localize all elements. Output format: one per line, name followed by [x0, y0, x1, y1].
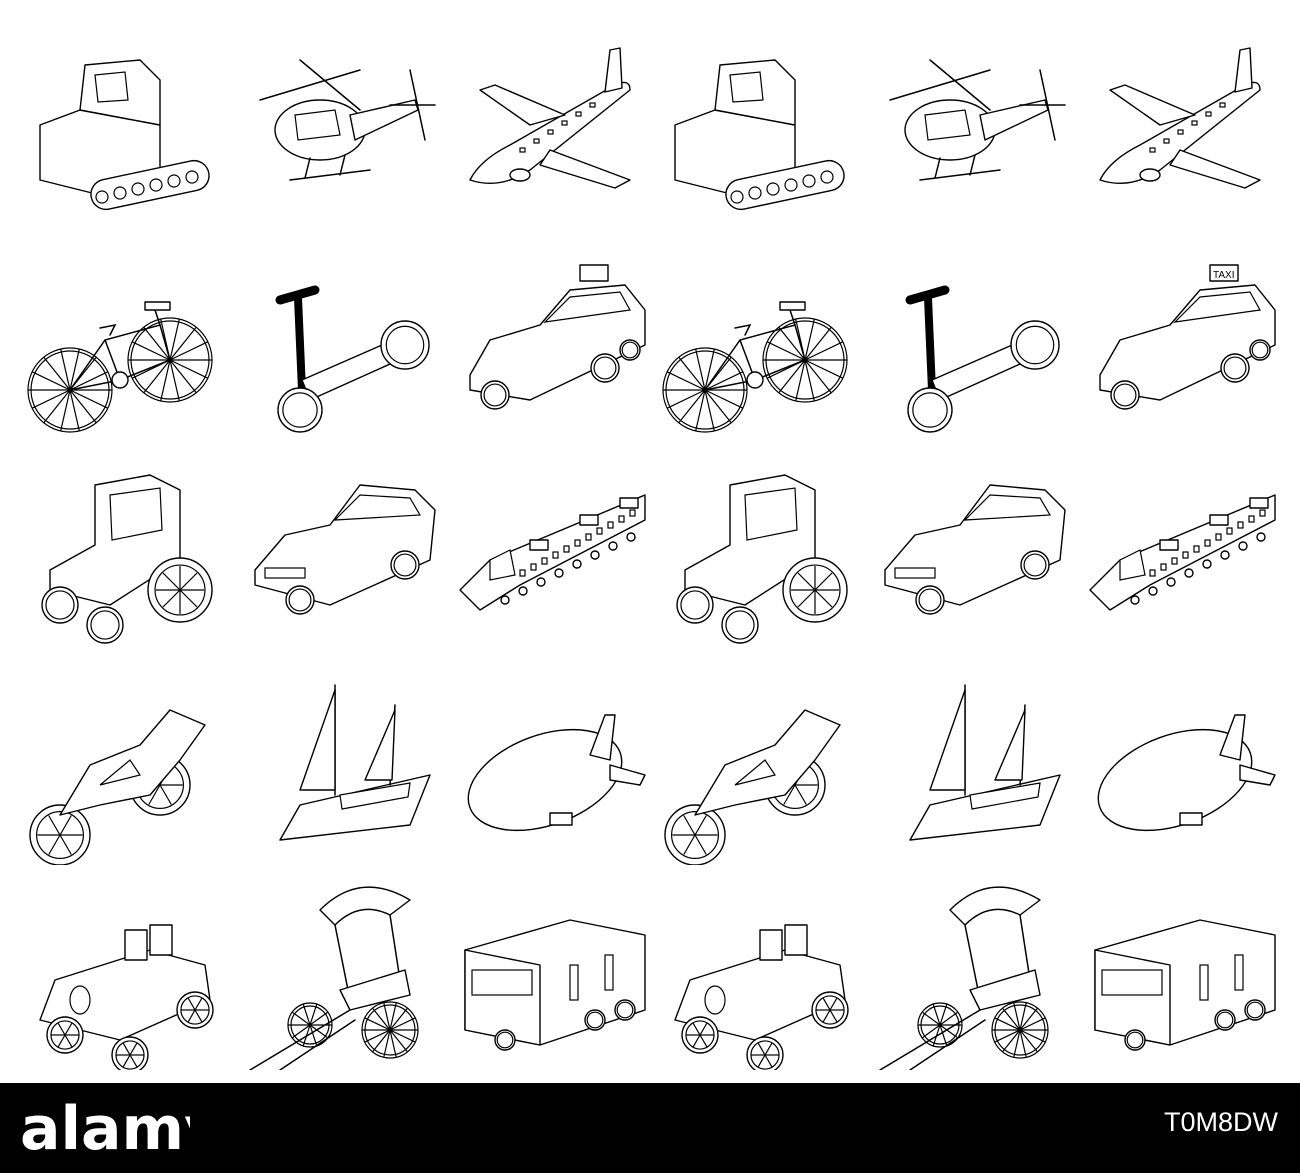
crawler-tractor-outline-icon: .f{fill:#ffffff;stroke:#000000;stroke-wi…	[655, 30, 855, 230]
bus-outline-icon: .f{fill:#ffffff;stroke:#000000;stroke-wi…	[1080, 870, 1280, 1070]
airplane-outline-icon: .f{fill:#ffffff;stroke:#000000;stroke-wi…	[1080, 30, 1280, 230]
bicycle-outline-icon: .f{fill:#ffffff;stroke:#000000;stroke-wi…	[655, 250, 855, 450]
bicycle-black-icon: .f{fill:#000000;stroke:#000000;stroke-wi…	[20, 250, 220, 450]
vintage-car-outline-icon: .f{fill:#ffffff;stroke:#000000;stroke-wi…	[655, 870, 855, 1070]
taxi-black-icon: .f{fill:#000000;stroke:#000000;stroke-wi…	[450, 250, 650, 450]
kick-scooter-black-icon: .f{fill:#000000;stroke:#000000;stroke-wi…	[240, 250, 440, 450]
train-outline-icon: .f{fill:#ffffff;stroke:#000000;stroke-wi…	[1080, 450, 1280, 650]
train-black-icon: .f{fill:#000000;stroke:#000000;stroke-wi…	[450, 450, 650, 650]
alamy-logo: alamy	[0, 1087, 223, 1169]
sport-motorcycle-black-icon: .f{fill:#000000;stroke:#000000;stroke-wi…	[20, 665, 220, 865]
stock-image-id: T0M8DW	[1164, 1107, 1278, 1137]
airship-black-icon: .f{fill:#000000;stroke:#000000;stroke-wi…	[450, 665, 650, 865]
vintage-car-black-icon: .f{fill:#000000;stroke:#000000;stroke-wi…	[20, 870, 220, 1070]
bus-black-icon: .f{fill:#000000;stroke:#000000;stroke-wi…	[450, 870, 650, 1070]
taxi-sign-label: TAXI	[583, 270, 604, 281]
sedan-car-black-icon: .f{fill:#000000;stroke:#000000;stroke-wi…	[240, 450, 440, 650]
icon-grid: .f{fill:#000000;stroke:#000000;stroke-wi…	[20, 30, 1280, 1070]
tractor-black-icon: .f{fill:#000000;stroke:#000000;stroke-wi…	[20, 450, 220, 650]
rickshaw-outline-icon: .f{fill:#ffffff;stroke:#000000;stroke-wi…	[870, 870, 1070, 1070]
rickshaw-black-icon: .f{fill:#000000;stroke:#000000;stroke-wi…	[240, 870, 440, 1070]
watermark-bar: alamy T0M8DW	[0, 1083, 1300, 1173]
sailing-catamaran-outline-icon: .f{fill:#ffffff;stroke:#000000;stroke-wi…	[870, 665, 1070, 865]
sedan-car-outline-icon: .f{fill:#ffffff;stroke:#000000;stroke-wi…	[870, 450, 1070, 650]
crawler-tractor-black-icon: .f{fill:#000000;stroke:#000000;stroke-wi…	[20, 30, 220, 230]
sport-motorcycle-outline-icon: .f{fill:#ffffff;stroke:#000000;stroke-wi…	[655, 665, 855, 865]
helicopter-black-icon: .f{fill:#000000;stroke:#000000;stroke-wi…	[240, 30, 440, 230]
helicopter-outline-icon: .f{fill:#ffffff;stroke:#000000;stroke-wi…	[870, 30, 1070, 230]
sailing-catamaran-black-icon: .f{fill:#000000;stroke:#000000;stroke-wi…	[240, 665, 440, 865]
kick-scooter-outline-icon: .f{fill:#ffffff;stroke:#000000;stroke-wi…	[870, 250, 1070, 450]
taxi-outline-icon: .f{fill:#ffffff;stroke:#000000;stroke-wi…	[1080, 250, 1280, 450]
airplane-black-icon: .f{fill:#000000;stroke:#000000;stroke-wi…	[450, 30, 650, 230]
tractor-outline-icon: .f{fill:#ffffff;stroke:#000000;stroke-wi…	[655, 450, 855, 650]
svg-text:alamy: alamy	[20, 1094, 190, 1164]
airship-outline-icon: .f{fill:#ffffff;stroke:#000000;stroke-wi…	[1080, 665, 1280, 865]
taxi-sign-label: TAXI	[1213, 270, 1234, 281]
